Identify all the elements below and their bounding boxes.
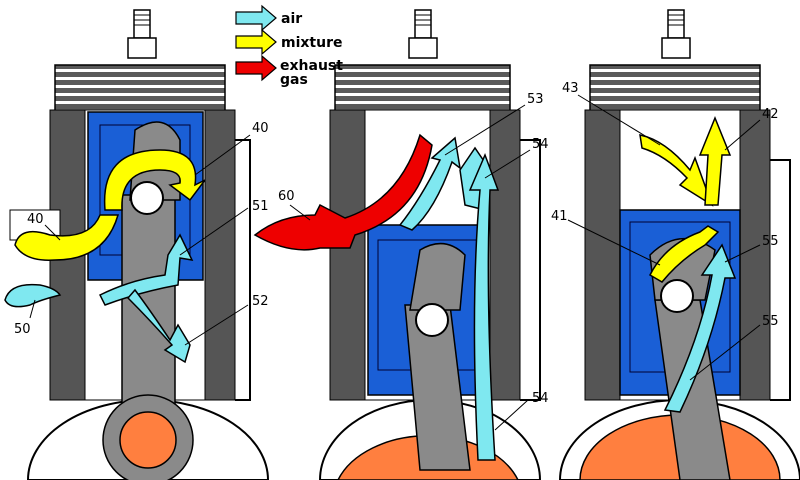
mixture-flow-left-40b: [14, 214, 119, 261]
air-flow-left-52: [126, 288, 191, 364]
callout-41: 41: [551, 209, 568, 224]
cylinder-wall-left-r: [204, 109, 236, 401]
exhaust-flow-middle-60: [253, 133, 433, 251]
mixture-flow-right-42: [698, 116, 732, 206]
engine-left: [4, 9, 270, 480]
spark-plug-right: [661, 9, 691, 59]
air-flow-left-50: [4, 283, 62, 308]
wrist-pin-right: [660, 279, 694, 313]
legend-item-mixture: mixture: [235, 28, 342, 56]
cylinder-wall-right-r: [739, 109, 771, 401]
callout-54a: 54: [532, 137, 549, 152]
callout-55a: 55: [762, 234, 779, 249]
air-flow-left-51: [98, 233, 194, 306]
legend-swatch-air: [235, 4, 277, 32]
callout-43: 43: [562, 81, 579, 96]
legend-label-mixture: mixture: [281, 35, 342, 51]
callout-40b: 40: [27, 212, 44, 227]
callout-51: 51: [252, 199, 269, 214]
callouts: [29, 94, 761, 431]
air-flow-middle-53: [398, 136, 462, 231]
wrist-pin-middle: [415, 303, 449, 337]
cylinder-wall-middle-r: [489, 109, 521, 401]
callout-42: 42: [762, 107, 779, 122]
legend-label-exhaust: exhaust: [280, 58, 343, 74]
legend-label-air: air: [281, 11, 302, 27]
mixture-flow-right-41: [649, 225, 720, 283]
callout-53: 53: [527, 92, 544, 107]
callout-labels: 40 40 50 51 52 60 53 54 54 43 42 41 55 5…: [14, 81, 779, 406]
legend: air mixture exhaust gas: [235, 4, 343, 88]
air-flow-middle-54b: [468, 152, 500, 461]
cylinder-head-fins-left: [54, 64, 226, 111]
cylinder-wall-middle-l: [329, 109, 366, 401]
air-flow-right-55: [663, 243, 737, 413]
callout-54b: 54: [532, 391, 549, 406]
legend-item-exhaust: exhaust gas: [235, 54, 343, 88]
engine-right: [558, 9, 800, 480]
legend-swatch-exhaust: [235, 54, 277, 82]
legend-label-exhaust-gas: gas: [280, 72, 308, 88]
callout-40a: 40: [252, 121, 269, 136]
legend-item-air: air: [235, 4, 302, 32]
cylinder-wall-right-l: [584, 109, 621, 401]
cylinder-head-fins-right: [589, 64, 761, 111]
callout-60: 60: [278, 189, 295, 204]
callout-52: 52: [252, 294, 269, 309]
crankpin-left: [119, 411, 177, 469]
air-flow-right-43: [639, 134, 714, 207]
engine-middle: [253, 9, 542, 480]
spark-plug-middle: [408, 9, 438, 59]
legend-swatch-mixture: [235, 28, 277, 56]
wrist-pin-left: [130, 181, 164, 215]
cylinder-head-fins-middle: [334, 64, 511, 111]
spark-plug-left: [127, 9, 157, 59]
callout-50: 50: [14, 322, 31, 337]
mixture-flow-left-40a: [103, 149, 206, 211]
callout-55b: 55: [762, 314, 779, 329]
